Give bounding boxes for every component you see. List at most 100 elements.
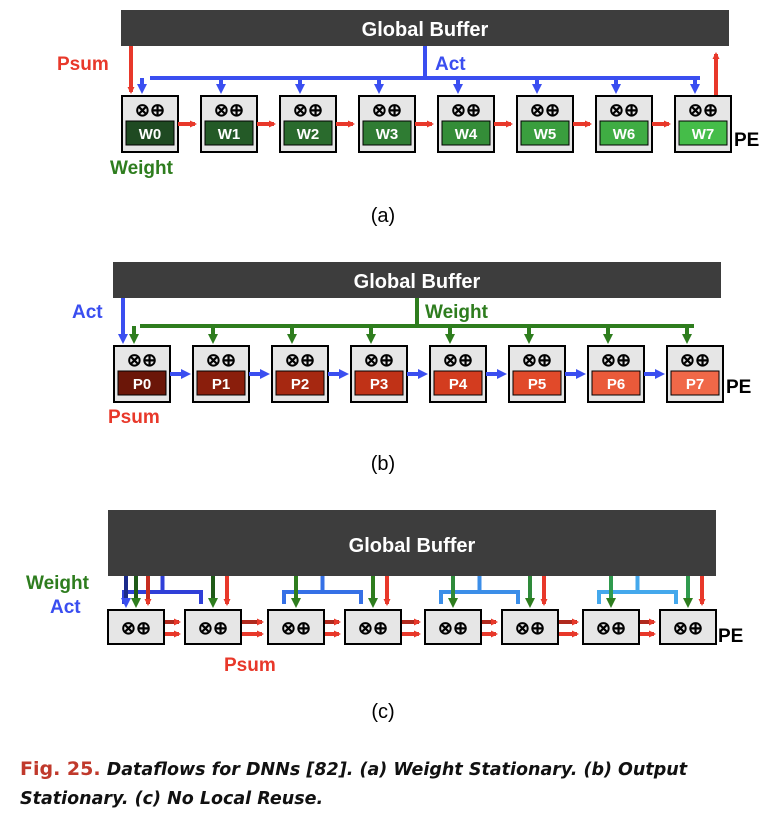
global-buffer-a <box>121 10 729 46</box>
pe-tag-label: P5 <box>528 376 546 393</box>
pe-symbol: ⊗⊕ <box>358 618 388 638</box>
pe-tag-box <box>670 370 720 396</box>
pe-symbol: ⊗⊕ <box>530 100 560 120</box>
pe-b-7: ⊗⊕ P7 <box>666 345 724 403</box>
pe-tag-label: P4 <box>449 376 468 393</box>
pe-symbol: ⊗⊕ <box>596 618 626 638</box>
pe-symbol: ⊗⊕ <box>515 618 545 638</box>
pe-tag-box <box>433 370 483 396</box>
pe-tag-label: W7 <box>692 126 715 143</box>
global-buffer-label-c: Global Buffer <box>349 535 476 557</box>
pe-tag-label: W4 <box>455 126 478 143</box>
pe-symbol: ⊗⊕ <box>281 618 311 638</box>
pe-c-3: ⊗⊕ <box>344 609 402 645</box>
pe-symbol: ⊗⊕ <box>127 350 157 370</box>
pe-symbol: ⊗⊕ <box>135 100 165 120</box>
pe-tag-label: P7 <box>686 376 704 393</box>
pe-symbol: ⊗⊕ <box>121 618 151 638</box>
pe-tag-label: P0 <box>133 376 151 393</box>
pe-a-0: ⊗⊕ W0 <box>121 95 179 153</box>
pe-tag-label: W6 <box>613 126 636 143</box>
pe-tag-box <box>441 120 491 146</box>
pe-symbol: ⊗⊕ <box>293 100 323 120</box>
pe-tag-box <box>362 120 412 146</box>
pe-tag-box <box>125 120 175 146</box>
figure-caption: Fig. 25. Dataflows for DNNs [82]. (a) We… <box>20 755 755 814</box>
pe-a-2: ⊗⊕ W2 <box>279 95 337 153</box>
weight-label-a: Weight <box>110 158 174 179</box>
pe-b-4: ⊗⊕ P4 <box>429 345 487 403</box>
global-buffer-c <box>108 510 716 576</box>
pe-c-0: ⊗⊕ <box>107 609 165 645</box>
pe-symbol: ⊗⊕ <box>688 100 718 120</box>
pe-symbol: ⊗⊕ <box>206 350 236 370</box>
pe-symbol: ⊗⊕ <box>451 100 481 120</box>
pe-tag-box <box>354 370 404 396</box>
pe-a-4: ⊗⊕ W4 <box>437 95 495 153</box>
pe-tag-box <box>117 370 167 396</box>
pe-b-0: ⊗⊕ P0 <box>113 345 171 403</box>
pe-symbol: ⊗⊕ <box>364 350 394 370</box>
pe-box <box>501 609 559 645</box>
caption-a: (a) <box>371 205 395 227</box>
pe-symbol: ⊗⊕ <box>438 618 468 638</box>
pe-tag-box <box>275 370 325 396</box>
global-buffer-label-a: Global Buffer <box>362 19 489 41</box>
pe-tag-label: P1 <box>212 376 230 393</box>
pe-symbol: ⊗⊕ <box>609 100 639 120</box>
pe-symbol: ⊗⊕ <box>198 618 228 638</box>
pe-box <box>184 609 242 645</box>
weight-label-c: Weight <box>26 573 90 594</box>
pe-b-5: ⊗⊕ P5 <box>508 345 566 403</box>
pe-tag-box <box>591 370 641 396</box>
pe-b-2: ⊗⊕ P2 <box>271 345 329 403</box>
pe-c-6: ⊗⊕ <box>582 609 640 645</box>
global-buffer-label-b: Global Buffer <box>354 271 481 293</box>
pe-label-c: PE <box>718 626 743 647</box>
pe-label-b: PE <box>726 377 751 398</box>
pe-a-1: ⊗⊕W1 <box>200 95 258 153</box>
pe-box <box>344 609 402 645</box>
pe-tag-box <box>678 120 728 146</box>
act-label-c: Act <box>50 597 81 618</box>
pe-symbol: ⊗⊕ <box>285 350 315 370</box>
pe-symbol: ⊗⊕ <box>522 350 552 370</box>
pe-tag-label: W1 <box>218 126 241 143</box>
pe-tag-box <box>196 370 246 396</box>
panel-c: Global Buffer Weight Act Psum PE (c) ⊗⊕ ⊗… <box>26 510 743 723</box>
pe-a-7: ⊗⊕ W7 <box>674 95 732 153</box>
pe-tag-label: W5 <box>534 126 557 143</box>
pe-symbol: ⊗⊕ <box>680 350 710 370</box>
psum-label-b: Psum <box>108 407 160 428</box>
caption-c: (c) <box>371 701 394 723</box>
act-label-b: Act <box>72 302 103 323</box>
pe-b-1: ⊗⊕ P1 <box>192 345 250 403</box>
psum-label-a: Psum <box>57 54 109 75</box>
pe-label-a: PE <box>734 130 759 151</box>
pe-c-2: ⊗⊕ <box>267 609 325 645</box>
pe-tag-label: P2 <box>291 376 309 393</box>
pe-tag-label: P3 <box>370 376 388 393</box>
panel-b: Global Buffer Act Weight Psum PE (b) ⊗⊕ P… <box>72 262 751 475</box>
dataflow-figure: Global Buffer Psum Act Weight PE (a) ⊗⊕W… <box>26 10 759 723</box>
act-label-a: Act <box>435 54 466 75</box>
pe-symbol: ⊗⊕ <box>372 100 402 120</box>
pe-box <box>424 609 482 645</box>
figure-caption-text: Dataflows for DNNs [82]. (a) Weight Stat… <box>20 760 688 809</box>
global-buffer-b <box>113 262 721 298</box>
pe-tag-label: W2 <box>297 126 320 143</box>
pe-symbol: ⊗⊕ <box>673 618 703 638</box>
pe-symbol: ⊗⊕ <box>443 350 473 370</box>
figure-number: Fig. 25. <box>20 758 101 780</box>
pe-c-7: ⊗⊕ <box>659 609 717 645</box>
pe-tag-box <box>599 120 649 146</box>
pe-tag-label: W0 <box>139 126 162 143</box>
pe-a-6: ⊗⊕ W6 <box>595 95 653 153</box>
caption-b: (b) <box>371 453 395 475</box>
pe-box <box>659 609 717 645</box>
pe-tag-box <box>520 120 570 146</box>
psum-label-c: Psum <box>224 655 276 676</box>
pe-box <box>582 609 640 645</box>
weight-label-b: Weight <box>425 302 489 323</box>
panel-a: Global Buffer Psum Act Weight PE (a) ⊗⊕W… <box>57 10 759 227</box>
